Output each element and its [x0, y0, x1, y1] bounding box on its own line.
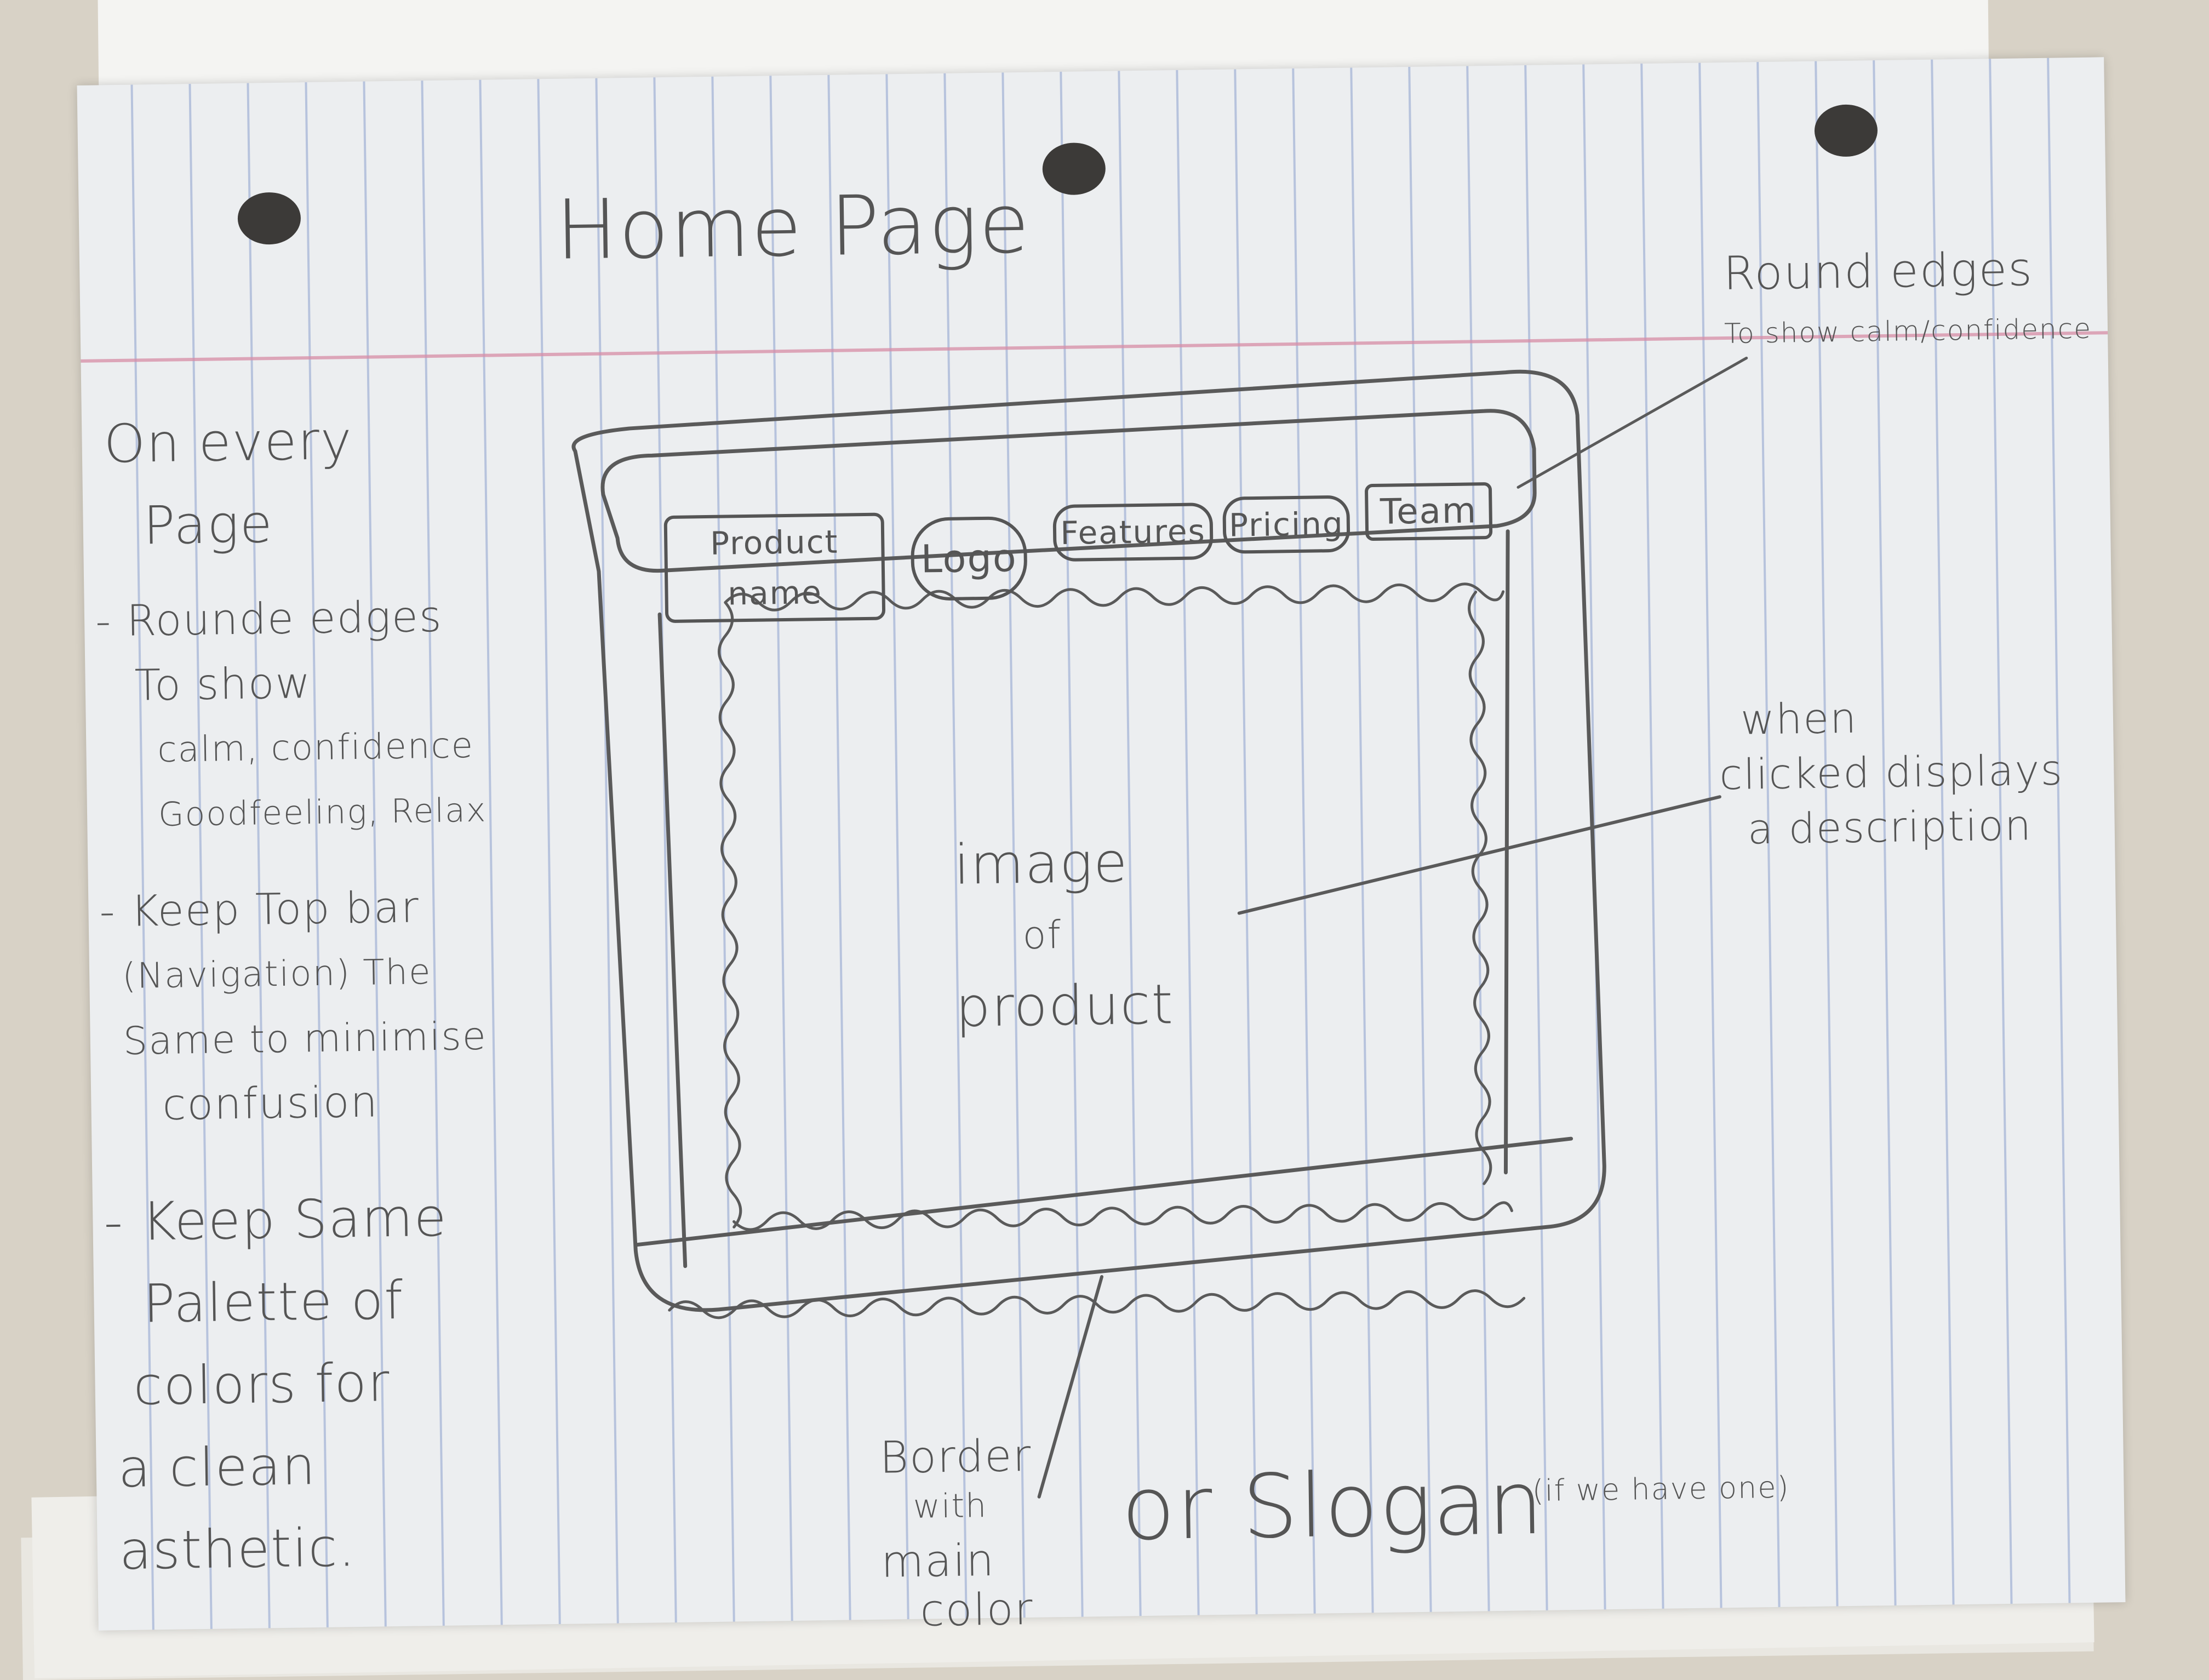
- pointer-border: [1037, 1275, 1104, 1499]
- nav-bar-outline: [600, 409, 1537, 573]
- inner-left-line: [657, 612, 688, 1268]
- inner-right-line: [1503, 529, 1510, 1175]
- notebook-paper: Home Page On every Page - Rounde edges T…: [77, 57, 2126, 1636]
- nav-pricing[interactable]: Pricing: [1222, 495, 1350, 554]
- annotation-line: main: [880, 1534, 995, 1587]
- annotation-line: with: [913, 1487, 988, 1526]
- annotation-click: when clicked displays a description: [1718, 688, 2064, 857]
- annotation-line: a description: [1747, 801, 2033, 854]
- placeholder-line: product: [955, 972, 1175, 1039]
- placeholder-line: image: [953, 830, 1129, 897]
- outer-frame: [571, 369, 1606, 1312]
- frame-wavy-bottom: [668, 1289, 1526, 1319]
- annotation-line: To show calm/confidence: [1724, 312, 2092, 350]
- slogan-note: (if we have one): [1532, 1470, 1790, 1508]
- pointer-click: [1237, 795, 1721, 915]
- annotation-line: clicked displays: [1719, 745, 2064, 799]
- wireframe-sketch: [571, 356, 1748, 1499]
- annotation-line: Border: [879, 1430, 1032, 1483]
- pointer-round-edges: [1516, 356, 1748, 489]
- nav-team[interactable]: Team: [1364, 482, 1493, 541]
- slogan-text: or Slogan: [1120, 1451, 1546, 1560]
- annotation-round-edges: Round edges To show calm/confidence: [1723, 238, 2092, 364]
- annotation-line: Round edges: [1722, 242, 2034, 301]
- annotation-border: Border with main color: [879, 1430, 1034, 1636]
- nav-product-name[interactable]: Product name: [663, 512, 886, 624]
- nav-logo[interactable]: Logo: [910, 516, 1028, 601]
- image-wavy-border: [718, 582, 1513, 1231]
- annotation-line: color: [919, 1583, 1034, 1636]
- image-placeholder: image of product: [953, 827, 1175, 1043]
- inner-bottom-line: [633, 1136, 1573, 1247]
- nav-features[interactable]: Features: [1052, 502, 1214, 562]
- placeholder-line: of: [1022, 912, 1062, 958]
- annotation-line: when: [1740, 693, 1858, 744]
